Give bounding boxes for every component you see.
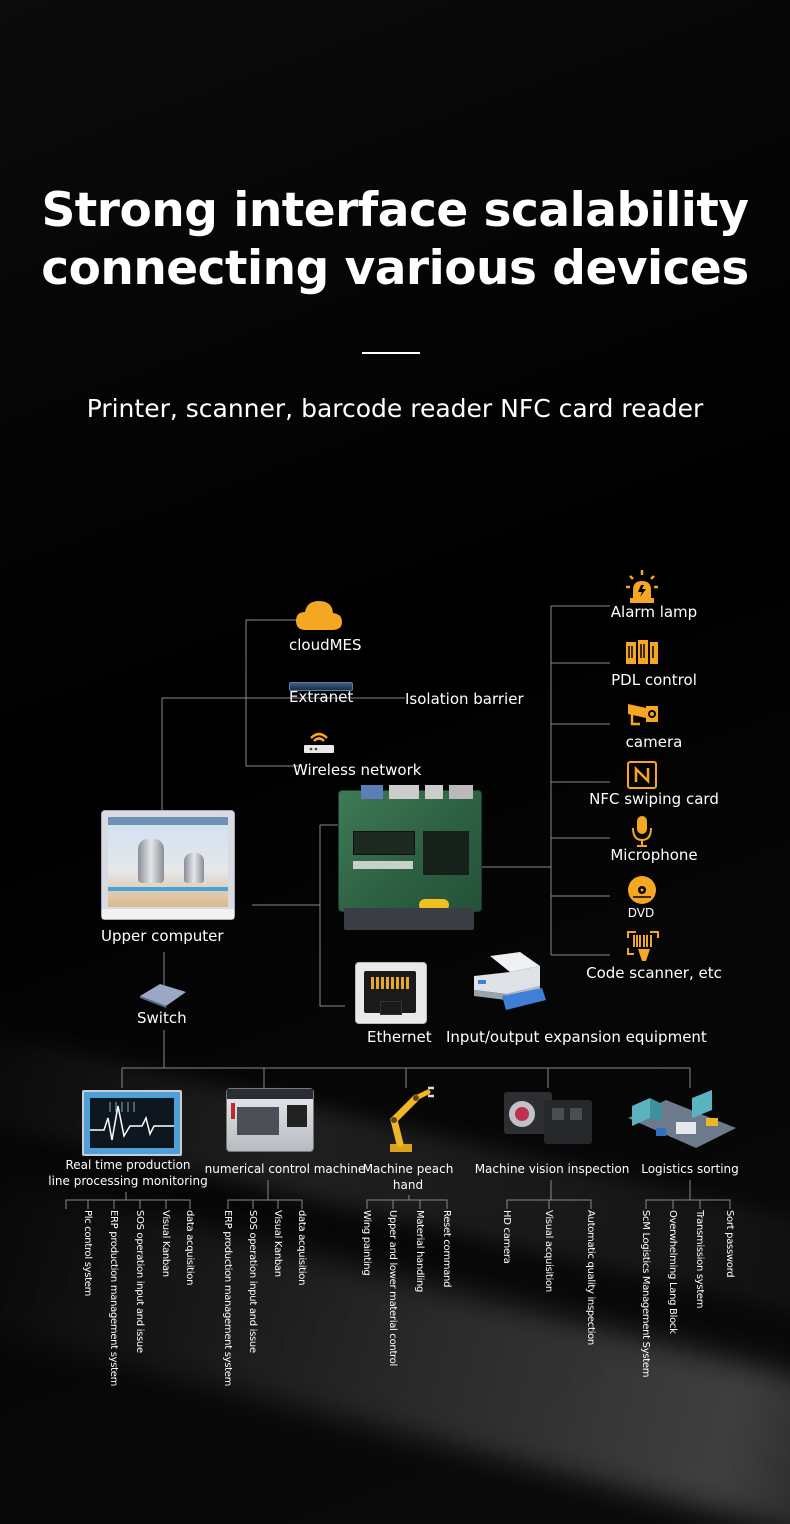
peripheral-label: PDL control [611,671,697,689]
sub-item-label: Visual Kanban [160,1210,171,1277]
peripheral-label: NFC swiping card [589,790,719,808]
subtitle: Printer, scanner, barcode reader NFC car… [86,394,704,423]
cnc-machine-device [226,1088,314,1152]
sub-item-label: Plc control system [82,1210,93,1297]
sub-item-label: Transmission system [694,1210,705,1309]
switch-icon [140,984,186,1008]
branch-label: Logistics sorting [641,1162,739,1176]
branch-label: Machine peach [362,1162,454,1176]
sub-item-label: Reset command [441,1210,452,1288]
logistics-sorting-icon [628,1090,736,1148]
peripheral-label: camera [625,733,683,751]
sub-item-label: ERP production management system [222,1210,233,1387]
branch-label: Machine vision inspection [474,1162,630,1176]
cloudmes-label: cloudMES [289,636,362,654]
sub-item-label: Overwhelming Lang Block [667,1210,678,1334]
io-expansion-label: Input/output expansion equipment [446,1028,707,1046]
robot-arm-icon [390,1086,434,1152]
branch-label: hand [392,1178,424,1192]
monitoring-screen-device [82,1090,182,1156]
peripheral-label: Alarm lamp [610,603,698,621]
peripheral-label: Code scanner, etc [586,964,722,982]
sub-item-label: SOS operation input and issue [134,1210,145,1353]
title-line-2: connecting various devices [41,241,749,296]
isolation-barrier-label: Isolation barrier [405,690,524,708]
sub-item-label: Visual Kanban [272,1210,283,1277]
dvd-icon [628,876,656,904]
scanner-icon [627,931,659,961]
ethernet-label: Ethernet [367,1028,432,1046]
sub-item-label: ERP production management system [108,1210,119,1387]
mainboard-heatsink [344,908,474,930]
printer-icon [474,952,546,1010]
upper-computer-device [101,810,235,920]
peripheral-label: DVD [627,906,655,920]
branch-label: Real time production [65,1158,191,1172]
title-divider [362,352,420,354]
sub-item-label: ScM Logistics Management System [640,1210,651,1378]
switch-label: Switch [137,1009,187,1027]
sub-item-label: data acquisition [184,1210,195,1286]
extranet-label: Extranet [289,688,354,706]
nfc-icon [627,761,657,789]
alarm-lamp-icon [626,570,658,603]
sub-item-label: data acquisition [296,1210,307,1286]
upper-computer-label: Upper computer [101,927,224,945]
branch-label: line processing monitoring [48,1174,208,1188]
ethernet-port-icon [355,962,427,1024]
branch-label: numerical control machine [204,1162,366,1176]
microphone-icon [632,816,652,847]
cloud-icon [296,601,342,630]
sub-item-label: Visual acquisition [543,1210,554,1292]
router-icon [304,732,334,753]
mainboard-device [338,785,482,912]
sub-item-label: Upper and lower material control [387,1210,398,1366]
title-line-1: Strong interface scalability [41,183,749,238]
sub-item-label: Material handling [414,1210,425,1293]
sub-item-label: HD camera [501,1210,512,1264]
vision-camera-icon [504,1092,592,1144]
sub-item-label: Automatic quality inspection [585,1210,596,1345]
sub-item-label: Sort password [724,1210,735,1278]
hmi-screen [108,817,228,907]
sub-item-label: SOS operation input and issue [247,1210,258,1353]
peripheral-label: Microphone [610,846,698,864]
wireless-network-label: Wireless network [293,761,422,779]
sub-item-label: Wing painting [361,1210,372,1276]
camera-icon [628,704,658,726]
extranet-device-icon [289,682,353,691]
pdl-icon [626,640,658,664]
